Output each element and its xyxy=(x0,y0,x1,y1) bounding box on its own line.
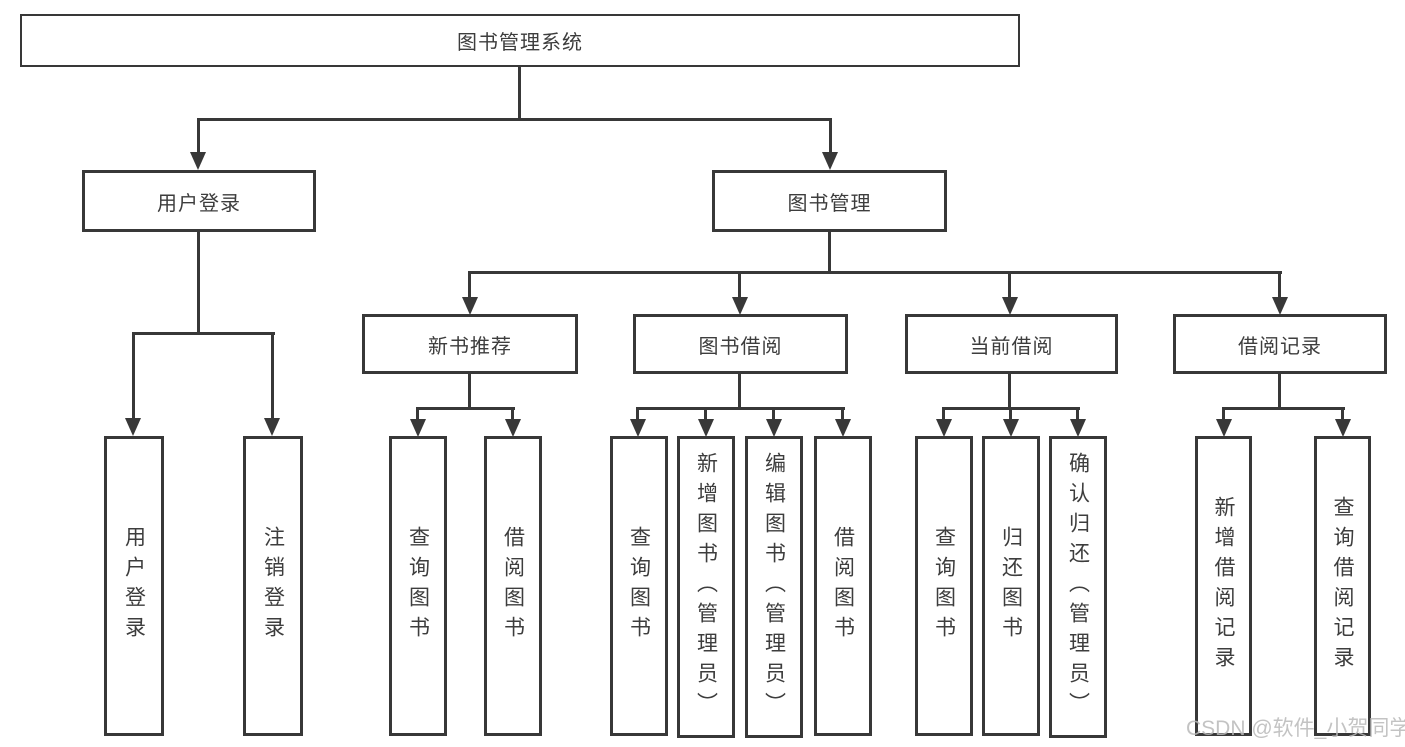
connector-line xyxy=(1278,271,1281,303)
connector-line xyxy=(511,407,514,425)
node-label: 查询图书 xyxy=(627,526,651,646)
arrow-down-icon xyxy=(698,419,714,437)
arrow-down-icon xyxy=(1216,419,1232,437)
connector-line xyxy=(704,407,707,425)
connector-line xyxy=(636,407,845,410)
connector-line xyxy=(841,407,844,425)
node-label: 图书管理系统 xyxy=(457,32,583,54)
node-book-management: 图书管理 xyxy=(712,170,947,232)
arrow-down-icon xyxy=(766,419,782,437)
node-user-login: 用户登录 xyxy=(82,170,316,232)
connector-line xyxy=(132,332,275,335)
node-label: 用户登录 xyxy=(122,526,146,646)
connector-line xyxy=(636,407,639,425)
node-label: 确认归还（管理员） xyxy=(1066,452,1090,722)
connector-line xyxy=(942,407,945,425)
connector-line xyxy=(416,407,515,410)
node-label: 新增借阅记录 xyxy=(1212,496,1235,676)
node-library-management-system: 图书管理系统 xyxy=(20,14,1020,67)
arrow-down-icon xyxy=(822,152,838,170)
connector-line xyxy=(772,407,775,425)
arrow-down-icon xyxy=(732,297,748,315)
node-label: 归还图书 xyxy=(999,526,1023,646)
connector-line xyxy=(1222,407,1345,410)
arrow-down-icon xyxy=(190,152,206,170)
node-label: 新书推荐 xyxy=(428,335,512,358)
leaf-query-books-recommend: 查询图书 xyxy=(389,436,447,736)
node-borrow-records: 借阅记录 xyxy=(1173,314,1387,374)
node-new-book-recommend: 新书推荐 xyxy=(362,314,578,374)
node-label: 用户登录 xyxy=(157,192,241,215)
leaf-borrow-books-recommend: 借阅图书 xyxy=(484,436,542,736)
connector-line xyxy=(829,118,832,156)
arrow-down-icon xyxy=(125,418,141,436)
node-label: 编辑图书（管理员） xyxy=(762,452,786,722)
connector-line xyxy=(1222,407,1225,425)
node-label: 借阅图书 xyxy=(831,526,855,646)
node-current-borrowing: 当前借阅 xyxy=(905,314,1118,374)
connector-line xyxy=(518,67,521,118)
node-label: 查询图书 xyxy=(406,526,430,646)
connector-line xyxy=(468,374,471,410)
arrow-down-icon xyxy=(462,297,478,315)
connector-line xyxy=(197,118,200,156)
connector-line xyxy=(271,332,274,422)
leaf-return-books: 归还图书 xyxy=(982,436,1040,736)
csdn-watermark: CSDN @软件_小贺同学 xyxy=(1186,717,1405,740)
connector-line xyxy=(1008,271,1011,303)
node-label: 图书管理 xyxy=(787,192,872,215)
leaf-borrow-books: 借阅图书 xyxy=(814,436,872,736)
leaf-query-books-current: 查询图书 xyxy=(915,436,973,736)
arrow-down-icon xyxy=(1070,419,1086,437)
connector-line xyxy=(1341,407,1344,425)
arrow-down-icon xyxy=(1272,297,1288,315)
arrow-down-icon xyxy=(936,419,952,437)
connector-line xyxy=(1008,374,1011,410)
arrow-down-icon xyxy=(835,419,851,437)
arrow-down-icon xyxy=(1002,297,1018,315)
node-label: 新增图书（管理员） xyxy=(694,452,718,722)
node-book-borrowing: 图书借阅 xyxy=(633,314,848,374)
connector-line xyxy=(197,232,200,335)
connector-line xyxy=(828,232,831,274)
node-label: 当前借阅 xyxy=(969,335,1054,358)
arrow-down-icon xyxy=(1003,419,1019,437)
connector-line xyxy=(738,374,741,410)
arrow-down-icon xyxy=(630,419,646,437)
leaf-confirm-return-admin: 确认归还（管理员） xyxy=(1049,436,1107,738)
connector-line xyxy=(1009,407,1012,425)
node-label: 查询图书 xyxy=(932,526,956,646)
node-label: 查询借阅记录 xyxy=(1331,496,1354,676)
connector-line xyxy=(1278,374,1281,410)
node-label: 注销登录 xyxy=(261,526,285,646)
connector-line xyxy=(468,271,1282,274)
leaf-query-books-borrowing: 查询图书 xyxy=(610,436,668,736)
connector-line xyxy=(1076,407,1079,425)
connector-line xyxy=(197,118,832,121)
leaf-add-borrow-record: 新增借阅记录 xyxy=(1195,436,1252,736)
arrow-down-icon xyxy=(410,419,426,437)
leaf-query-borrow-record: 查询借阅记录 xyxy=(1314,436,1371,736)
node-label: 借阅记录 xyxy=(1238,335,1322,358)
node-label: 借阅图书 xyxy=(501,526,525,646)
leaf-logout: 注销登录 xyxy=(243,436,303,736)
leaf-user-login: 用户登录 xyxy=(104,436,164,736)
leaf-add-books-admin: 新增图书（管理员） xyxy=(677,436,735,738)
leaf-edit-books-admin: 编辑图书（管理员） xyxy=(745,436,803,738)
connector-line xyxy=(132,332,135,422)
arrow-down-icon xyxy=(1335,419,1351,437)
connector-line xyxy=(416,407,419,425)
arrow-down-icon xyxy=(505,419,521,437)
arrow-down-icon xyxy=(264,418,280,436)
connector-line xyxy=(468,271,471,303)
connector-line xyxy=(738,271,741,303)
node-label: 图书借阅 xyxy=(698,335,783,358)
